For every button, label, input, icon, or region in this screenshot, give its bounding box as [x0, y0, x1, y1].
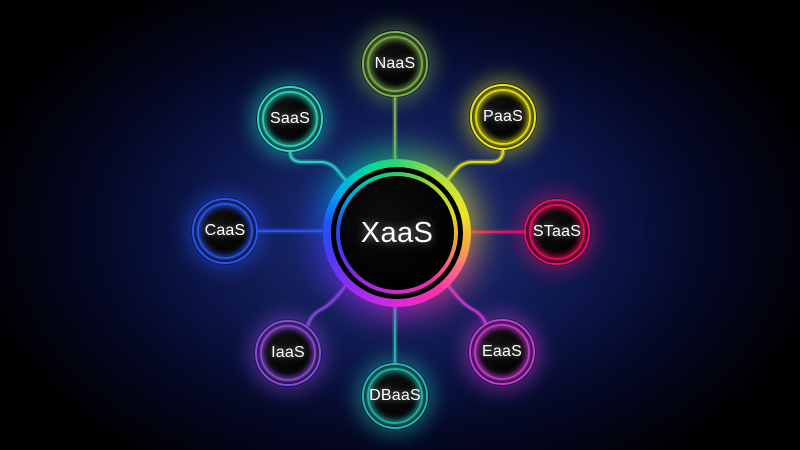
- center-node-core: XaaS: [340, 176, 454, 290]
- node-dbaas-label: DBaaS: [369, 387, 421, 404]
- node-iaas-label: IaaS: [271, 344, 305, 361]
- connector-paas: [444, 149, 504, 184]
- connector-saas: [289, 150, 349, 184]
- node-naas: NaaS: [362, 31, 428, 97]
- center-node-xaas: XaaS: [315, 151, 479, 315]
- node-eaas: EaaS: [469, 319, 535, 385]
- node-staas-label: STaaS: [532, 223, 582, 240]
- node-eaas-label: EaaS: [482, 343, 522, 360]
- node-saas-label: SaaS: [270, 110, 310, 127]
- node-iaas: IaaS: [255, 320, 321, 386]
- node-saas: SaaS: [257, 86, 323, 152]
- node-paas: PaaS: [470, 84, 536, 150]
- node-naas-label: NaaS: [374, 55, 416, 72]
- node-staas: STaaS: [524, 199, 590, 265]
- node-caas: CaaS: [192, 198, 258, 264]
- node-paas-label: PaaS: [483, 108, 523, 125]
- node-caas-label: CaaS: [204, 222, 246, 239]
- node-dbaas: DBaaS: [362, 363, 428, 429]
- center-node-label: XaaS: [360, 216, 434, 249]
